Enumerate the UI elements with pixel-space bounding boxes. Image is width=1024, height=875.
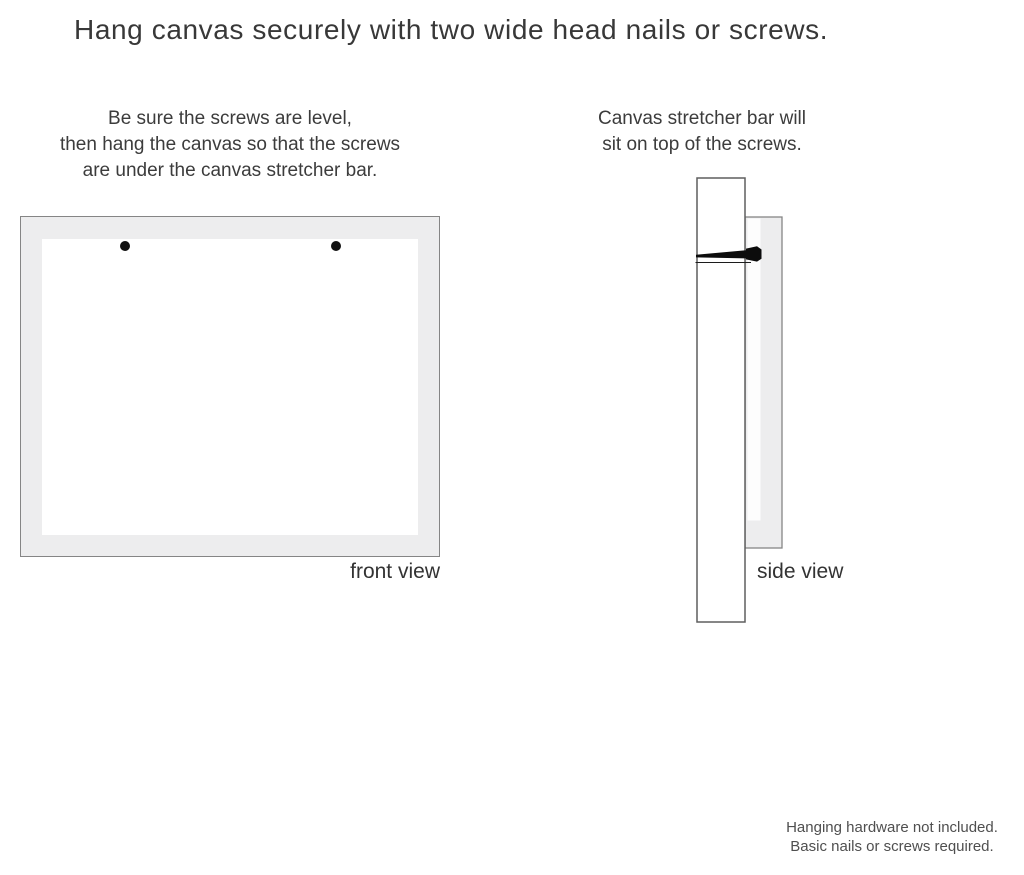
wall-strip-rect: [696, 177, 746, 623]
instruction-line: are under the canvas stretcher bar.: [82, 160, 378, 181]
screw-dot-right-icon: [331, 241, 341, 251]
instruction-line: Canvas stretcher bar will: [597, 108, 807, 129]
hardware-disclaimer: Hanging hardware not included. Basic nai…: [742, 818, 1024, 856]
instruction-line: sit on top of the screws.: [602, 134, 802, 155]
disclaimer-line: Basic nails or screws required.: [790, 838, 994, 855]
screw-dot-left-icon: [120, 241, 130, 251]
front-view-instructions: Be sure the screws are level, then hang …: [26, 106, 434, 184]
canvas-front-inner-area: [42, 239, 418, 535]
disclaimer-line: Hanging hardware not included.: [786, 819, 998, 836]
canvas-side-view: [695, 177, 783, 623]
nail-head-icon: [746, 246, 762, 262]
instruction-line: then hang the canvas so that the screws: [59, 134, 401, 155]
nail-shaft-icon: [696, 250, 746, 259]
side-view-instructions: Canvas stretcher bar will sit on top of …: [549, 106, 855, 158]
side-view-label: side view: [757, 560, 844, 583]
front-view-label: front view: [350, 560, 440, 583]
canvas-front-view: [20, 216, 440, 557]
instruction-line: Be sure the screws are level,: [108, 108, 352, 129]
canvas-side-inner-band: [747, 218, 761, 521]
page-title: Hang canvas securely with two wide head …: [74, 14, 829, 45]
